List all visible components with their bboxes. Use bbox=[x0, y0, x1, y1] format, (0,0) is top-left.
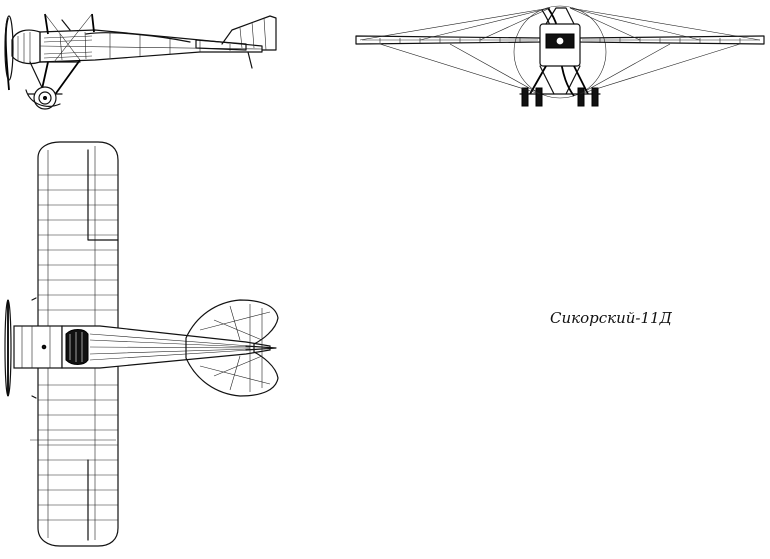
wing-planform bbox=[37, 141, 119, 547]
fuselage-nose-top bbox=[13, 325, 63, 369]
aircraft-designation-label: Сикорский-11Д bbox=[550, 309, 672, 327]
front-view bbox=[355, 5, 765, 107]
engine-cowling bbox=[11, 29, 41, 65]
side-view bbox=[4, 13, 277, 110]
top-view bbox=[4, 141, 279, 547]
cockpit bbox=[65, 329, 89, 365]
wheel-left bbox=[521, 87, 529, 107]
wing-profile bbox=[85, 32, 191, 43]
tail-fin bbox=[221, 15, 277, 51]
fuselage-top bbox=[61, 325, 271, 369]
wheel-right bbox=[577, 87, 585, 107]
tailplane-top bbox=[185, 299, 279, 397]
propeller-disc bbox=[513, 5, 607, 99]
